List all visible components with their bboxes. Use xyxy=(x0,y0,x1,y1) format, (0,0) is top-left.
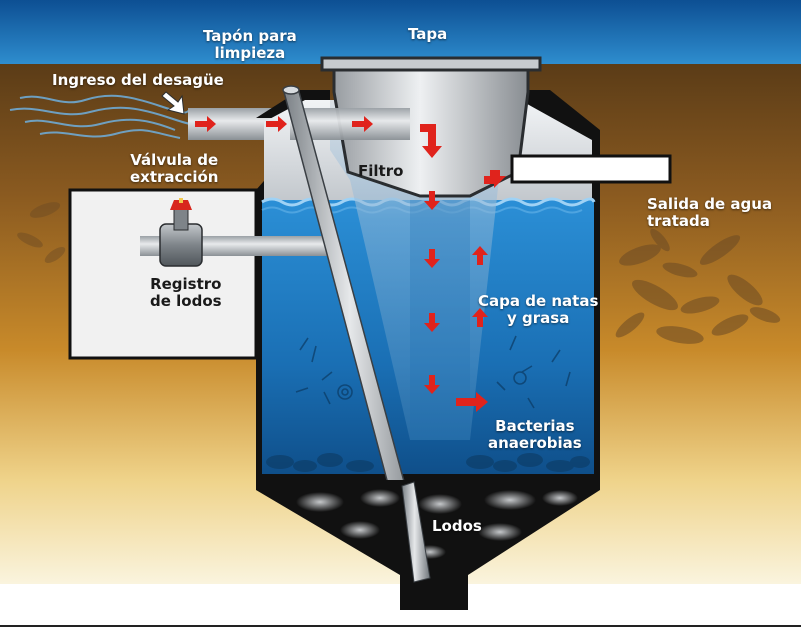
soil-texture-right xyxy=(615,228,781,344)
label-filtro: Filtro xyxy=(358,162,404,180)
sludge-hopper xyxy=(256,480,600,610)
outlet-pipe xyxy=(510,154,672,184)
label-tapa: Tapa xyxy=(408,25,448,43)
valve-box xyxy=(68,188,258,360)
label-valvula-extraccion: Válvula de extracción xyxy=(130,151,219,186)
bacteria-texture xyxy=(295,335,571,409)
label-capa-natas-grasa: Capa de natas y grasa xyxy=(478,292,599,327)
flow-arrow-bend-icon xyxy=(420,124,442,158)
flow-arrow-outlet-icon xyxy=(476,170,506,210)
flow-arrows xyxy=(195,116,506,412)
label-lodos: Lodos xyxy=(432,517,482,535)
label-tapon-limpieza: Tapón para limpieza xyxy=(203,27,297,62)
label-salida-agua-tratada: Salida de agua tratada xyxy=(647,195,773,230)
inlet-pointer-icon xyxy=(161,91,185,115)
label-bacterias-anaerobias: Bacterias anaerobias xyxy=(488,417,582,452)
soil-texture-left xyxy=(17,202,66,264)
label-ingreso-desague: Ingreso del desagüe xyxy=(52,71,224,89)
tank-bottom-sludge xyxy=(266,453,590,472)
label-registro-lodos: Registro de lodos xyxy=(150,275,222,310)
extraction-valve-icon xyxy=(159,198,203,267)
flow-arrow-turn-icon xyxy=(456,392,488,412)
sky-band xyxy=(0,0,801,66)
